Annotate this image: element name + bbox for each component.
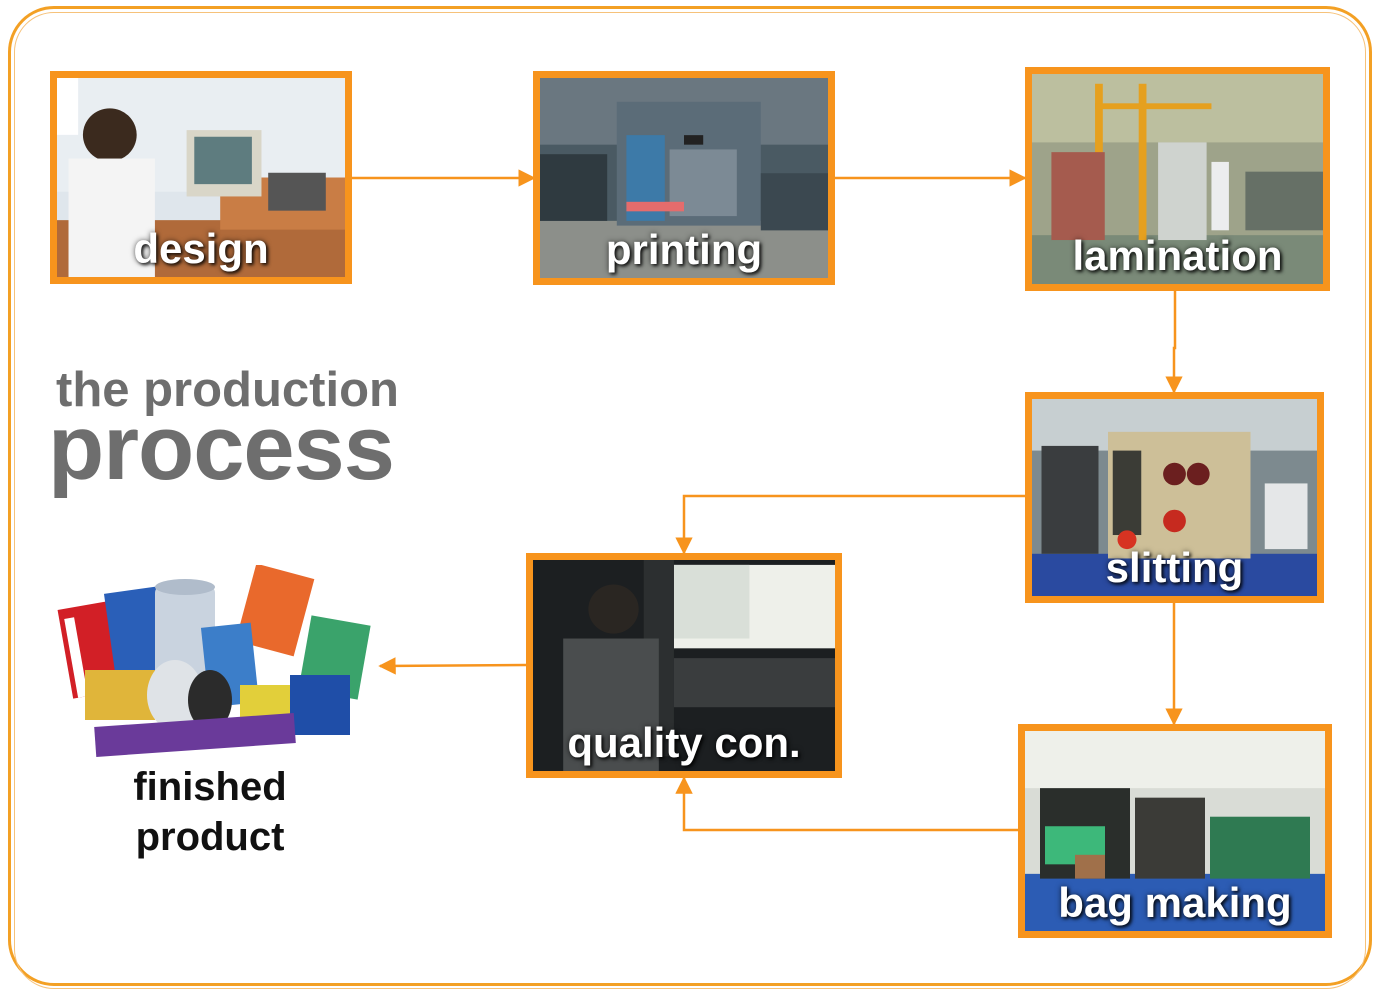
step-label: bag making	[1058, 879, 1292, 926]
bag-making-photo	[1025, 731, 1325, 931]
design-photo	[57, 78, 345, 277]
printing-photo	[540, 78, 828, 278]
arrow-bagmaking-to-quality	[675, 776, 1018, 832]
finished-product-line1: finished	[133, 765, 287, 809]
lamination-photo	[1032, 74, 1323, 284]
diagram-title-line2: process	[48, 397, 395, 499]
step-bag-making: bag making	[1018, 724, 1332, 938]
rounded-frame-inner	[14, 12, 1366, 989]
arrow-lamination-to-slitting	[1165, 290, 1183, 394]
diagram-title-line1: the production	[56, 363, 399, 417]
step-quality-control: quality con.	[526, 553, 842, 778]
step-lamination: lamination	[1025, 67, 1330, 291]
arrow-quality-to-finished	[378, 657, 527, 675]
step-label: slitting	[1105, 544, 1244, 591]
step-label: quality con.	[567, 719, 801, 766]
step-label: design	[133, 225, 269, 272]
finished-product-photo	[57, 565, 371, 757]
step-label: lamination	[1072, 232, 1283, 279]
step-design: design	[50, 71, 352, 284]
slitting-photo	[1032, 399, 1317, 596]
step-slitting: slitting	[1025, 392, 1324, 603]
arrow-slitting-to-quality	[675, 494, 1025, 555]
finished-product-line2: product	[135, 815, 285, 859]
quality-control-photo	[533, 560, 835, 771]
rounded-frame	[8, 6, 1372, 986]
step-label: printing	[605, 226, 763, 273]
finished-product-label: finished product	[100, 762, 320, 862]
step-printing: printing	[533, 71, 835, 285]
